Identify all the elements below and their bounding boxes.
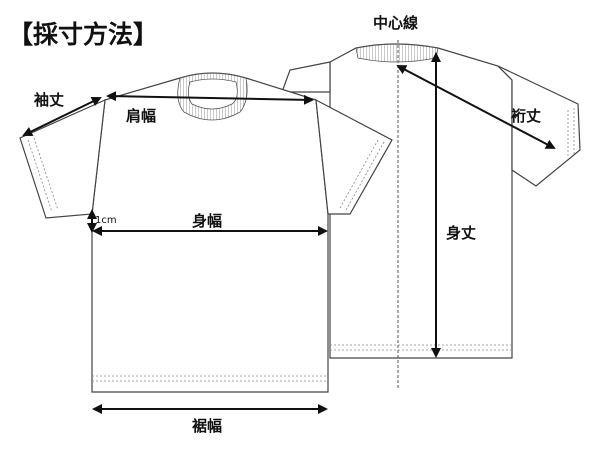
label-body-length: 身丈 xyxy=(446,224,476,242)
arrow-shoulder-width xyxy=(106,91,314,105)
label-body-width: 身幅 xyxy=(192,212,222,230)
label-offset: 1cm xyxy=(95,215,117,226)
diagram-title: 【採寸方法】 xyxy=(8,20,158,49)
label-sleeve-length: 袖丈 xyxy=(34,91,64,109)
label-hem-width: 裾幅 xyxy=(192,417,222,435)
label-center-line: 中心線 xyxy=(373,14,418,32)
arrow-sleeve-length xyxy=(22,97,102,136)
arrow-yuki-length xyxy=(396,65,556,149)
label-yuki-length: 裄丈 xyxy=(510,107,541,125)
label-shoulder-width: 肩幅 xyxy=(126,107,156,125)
